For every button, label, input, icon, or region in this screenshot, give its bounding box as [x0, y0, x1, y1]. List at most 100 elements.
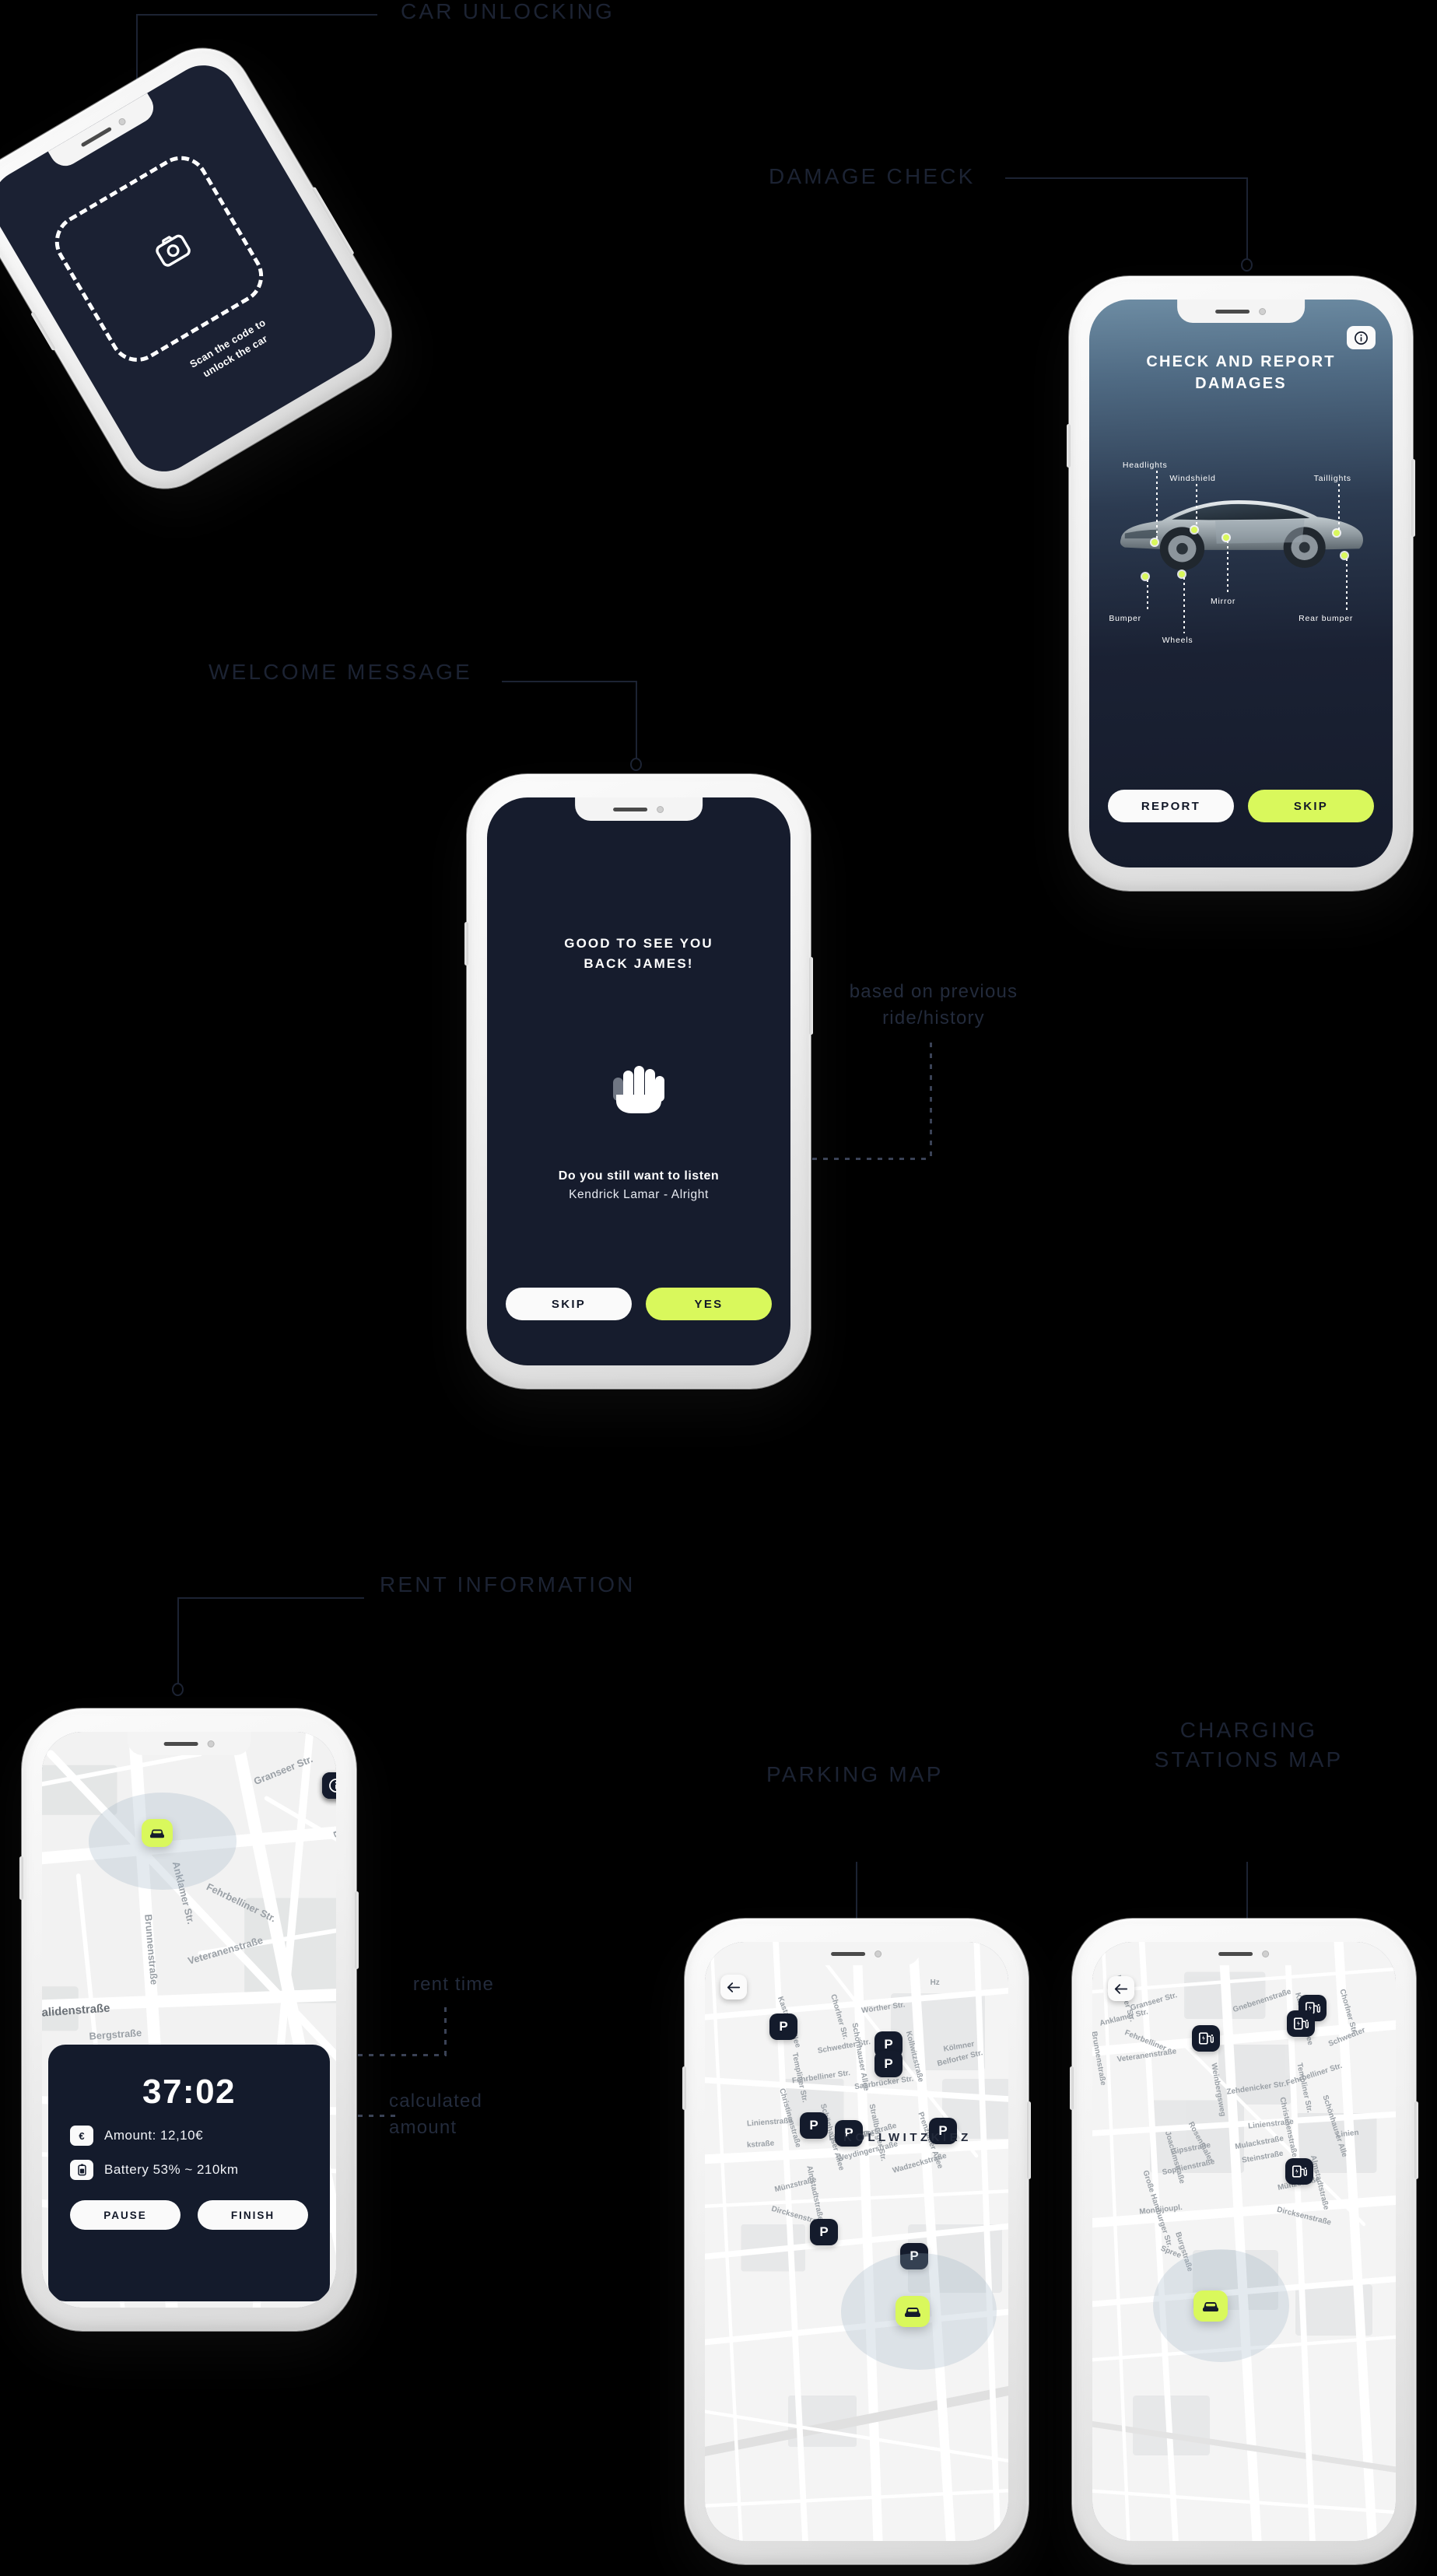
hotspot-dot-mirror[interactable]	[1222, 534, 1229, 541]
waving-hand-icon	[610, 1062, 668, 1119]
screen-welcome: GOOD TO SEE YOU BACK JAMES! Do you sti	[487, 797, 790, 1365]
charging-station-icon	[1198, 2032, 1214, 2045]
hotspot-dot-wheels[interactable]	[1179, 571, 1186, 577]
rent-amount-row: € Amount: 12,10€	[70, 2126, 308, 2146]
parking-pin[interactable]: P	[769, 2013, 797, 2040]
front-camera	[207, 1740, 215, 1747]
svg-text:Linienstraße: Linienstraße	[747, 2116, 794, 2128]
parking-icon: P	[844, 2126, 853, 2140]
parking-pin[interactable]: P	[835, 2120, 863, 2147]
hotspot-dot-bumper[interactable]	[1142, 573, 1149, 580]
map-canvas-charging[interactable]: Ruppiner Str. Granseer Str. Kastanienall…	[1092, 1942, 1396, 2541]
hotspot-dot-rear-bumper[interactable]	[1341, 552, 1348, 559]
earpiece-speaker	[1218, 1951, 1253, 1956]
hotspot-line-headlights	[1155, 471, 1158, 539]
hotspot-line-mirror	[1227, 541, 1229, 595]
earpiece-speaker	[1215, 309, 1250, 314]
map-area-label: KOLLWITZKIEZ	[843, 2131, 972, 2144]
front-camera	[1262, 1950, 1270, 1957]
car-location-marker[interactable]	[142, 1819, 173, 1847]
charging-pin[interactable]	[1287, 2010, 1315, 2037]
front-camera	[1259, 307, 1267, 315]
skip-damage-button[interactable]: SKIP	[1248, 790, 1374, 822]
info-control-button[interactable]	[322, 1772, 336, 1799]
hotspot-dot-headlights[interactable]	[1151, 539, 1158, 545]
dotted-connector-renttime-h	[303, 2054, 447, 2056]
parking-icon: P	[884, 2037, 893, 2052]
connector-line-welcome-h	[502, 681, 637, 682]
back-button[interactable]	[1108, 1976, 1134, 2001]
hotspot-label-bumper: Bumper	[1109, 614, 1141, 623]
parking-icon: P	[809, 2118, 818, 2133]
parking-icon: P	[910, 2248, 919, 2263]
charging-pin[interactable]	[1285, 2158, 1313, 2185]
car-location-marker[interactable]	[895, 2296, 930, 2327]
dotted-connector-history-v	[930, 1043, 932, 1159]
phone-notch	[1180, 1942, 1308, 1965]
screen-scan: Scan the code to unlock the car	[0, 52, 388, 485]
hotspot-dot-windshield[interactable]	[1190, 527, 1197, 533]
parking-icon: P	[819, 2224, 829, 2239]
screen-parking-map: Kastanienallee Chorlner Str. Wörther Str…	[705, 1942, 1008, 2541]
camera-scan-icon[interactable]	[151, 228, 196, 273]
rent-info-panel: 37:02 € Amount: 12,10€ Battery 53% ~ 210…	[48, 2045, 330, 2301]
skip-music-button[interactable]: SKIP	[506, 1288, 632, 1320]
phone-notch	[1177, 300, 1305, 323]
parking-icon: P	[938, 2123, 948, 2138]
screen-damage-check: CHECK AND REPORT DAMAGES	[1089, 300, 1393, 867]
car-icon	[150, 1829, 164, 1838]
welcome-question: Do you still want to listen	[558, 1169, 720, 1183]
annotation-label-parking-map: PARKING MAP	[766, 1762, 944, 1786]
pause-button[interactable]: PAUSE	[70, 2200, 181, 2230]
hotspot-line-bumper	[1147, 580, 1149, 612]
info-button[interactable]	[1347, 326, 1376, 349]
info-icon	[1355, 331, 1368, 345]
rent-battery-row: Battery 53% ~ 210km	[70, 2160, 308, 2180]
annotation-label-damage-check: DAMAGE CHECK	[769, 164, 976, 188]
parking-pin[interactable]: P	[900, 2243, 928, 2269]
charging-pin[interactable]	[1192, 2025, 1220, 2052]
map-canvas-parking[interactable]: Kastanienallee Chorlner Str. Wörther Str…	[705, 1942, 1008, 2541]
annotation-label-rent-information: RENT INFORMATION	[380, 1572, 636, 1596]
connector-line-damage-check-v	[1246, 177, 1248, 259]
front-camera	[657, 805, 664, 813]
hotspot-label-rear-bumper: Rear bumper	[1299, 614, 1354, 623]
charging-station-icon	[1293, 2017, 1309, 2030]
connector-dot-welcome	[630, 758, 642, 771]
annotation-note-calculated-amount: calculated amount	[389, 2091, 483, 2138]
car-illustration	[1120, 500, 1364, 571]
car-location-marker[interactable]	[1193, 2290, 1228, 2322]
parking-pin[interactable]: P	[810, 2219, 838, 2245]
report-button[interactable]: REPORT	[1108, 790, 1234, 822]
finish-button[interactable]: FINISH	[198, 2200, 308, 2230]
connector-dot-damage-check	[1241, 258, 1253, 272]
parking-icon: P	[884, 2056, 893, 2071]
yes-music-button[interactable]: YES	[646, 1288, 772, 1320]
connector-dot-rent	[172, 1683, 184, 1696]
welcome-action-row: SKIP YES	[506, 1288, 772, 1320]
info-icon	[329, 1779, 336, 1793]
parking-icon: P	[779, 2019, 788, 2034]
car-diagram: Headlights Windshield Taillights Bumper …	[1089, 441, 1393, 675]
charging-station-icon	[1292, 2165, 1307, 2178]
phone-notch	[575, 797, 703, 821]
car-icon	[905, 2308, 920, 2317]
back-button[interactable]	[720, 1975, 747, 1999]
screen-rent-information: Strelitzer Str. Granseer Str. Anklamer S…	[42, 1732, 336, 2308]
hotspot-label-mirror: Mirror	[1211, 597, 1236, 606]
parking-pin[interactable]: P	[929, 2118, 957, 2144]
parking-pin[interactable]: P	[800, 2112, 828, 2139]
front-camera	[874, 1950, 882, 1957]
rent-timer: 37:02	[142, 2073, 237, 2111]
dotted-connector-renttime-v	[444, 2007, 447, 2056]
earpiece-speaker	[831, 1951, 866, 1956]
parking-pin[interactable]: P	[874, 2051, 903, 2077]
annotation-note-history: based on previous ride/history	[849, 981, 1018, 1029]
hotspot-dot-taillights[interactable]	[1333, 530, 1340, 536]
svg-text:kstraße: kstraße	[747, 2140, 775, 2150]
rent-amount-label: Amount: 12,10€	[104, 2128, 204, 2143]
annotation-label-welcome-message: WELCOME MESSAGE	[209, 660, 472, 684]
connector-line-car-unlocking-v	[136, 14, 138, 96]
hotspot-label-windshield: Windshield	[1169, 474, 1216, 483]
